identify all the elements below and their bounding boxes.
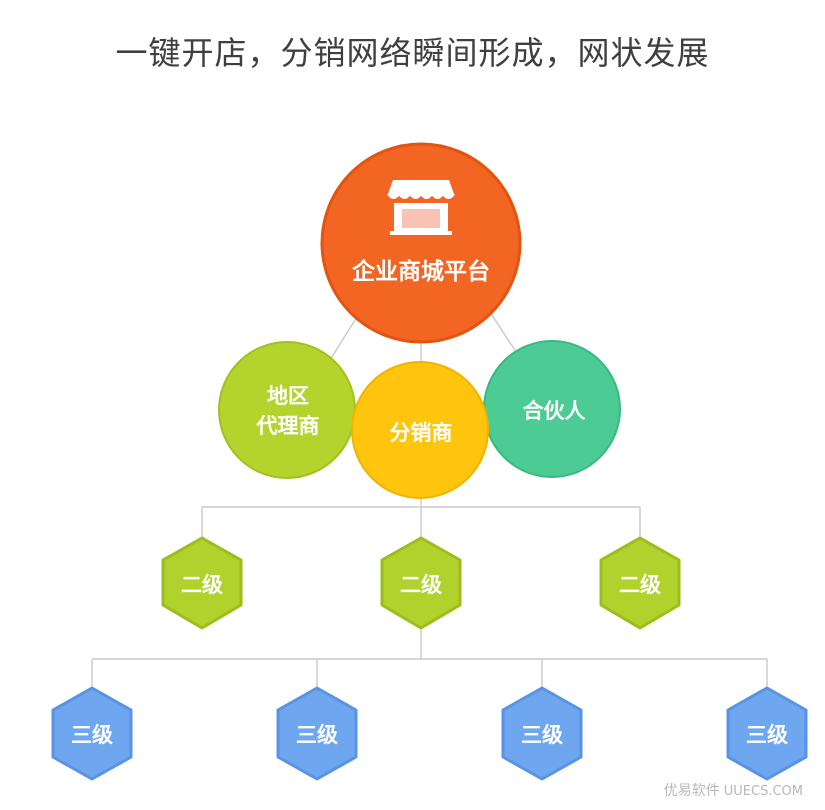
level3-hexagon bbox=[51, 686, 133, 781]
watermark-latin: UUECS.COM bbox=[723, 784, 803, 799]
level3-label: 三级 bbox=[746, 723, 788, 747]
regional-agent-label-line2: 代理商 bbox=[256, 414, 320, 438]
partner-label: 合伙人 bbox=[523, 399, 586, 423]
level3-node: 三级 bbox=[51, 686, 133, 781]
level3-connectors bbox=[91, 628, 768, 688]
root-circle bbox=[320, 142, 522, 344]
level2-hexagon bbox=[161, 536, 243, 630]
level3-node: 三级 bbox=[276, 686, 358, 781]
level3-node: 三级 bbox=[501, 686, 583, 781]
level2-hexagon bbox=[599, 536, 681, 630]
level2-connectors bbox=[201, 495, 641, 538]
level3-label: 三级 bbox=[71, 723, 113, 747]
regional-agent-label-line1: 地区 bbox=[267, 384, 309, 408]
root-node: 企业商城平台 bbox=[320, 142, 522, 344]
level3-hexagon bbox=[501, 686, 583, 781]
level1-partner: 合伙人 bbox=[483, 340, 621, 478]
level2-label: 二级 bbox=[400, 573, 442, 597]
level3-hexagon bbox=[276, 686, 358, 781]
level2-label: 二级 bbox=[619, 573, 661, 597]
level3-label: 三级 bbox=[296, 723, 338, 747]
level2-node: 二级 bbox=[380, 536, 462, 630]
level2-hexagon bbox=[380, 536, 462, 630]
storefront-icon bbox=[387, 180, 455, 235]
level2-node: 二级 bbox=[161, 536, 243, 630]
level3-node: 三级 bbox=[726, 686, 808, 781]
level2-label: 二级 bbox=[181, 573, 223, 597]
watermark-cn: 优易软件 bbox=[663, 783, 720, 799]
level3-hexagon bbox=[726, 686, 808, 781]
root-label: 企业商城平台 bbox=[351, 258, 490, 285]
level2-node: 二级 bbox=[599, 536, 681, 630]
distributor-label: 分销商 bbox=[390, 421, 453, 445]
page-headline: 一键开店，分销网络瞬间形成，网状发展 bbox=[115, 34, 710, 72]
level1-regional-agent: 地区 代理商 bbox=[218, 341, 356, 479]
level3-label: 三级 bbox=[521, 723, 563, 747]
distributor-circle bbox=[351, 361, 489, 499]
level1-distributor: 分销商 bbox=[351, 361, 489, 499]
regional-agent-circle bbox=[218, 341, 356, 479]
root-connectors bbox=[329, 311, 519, 362]
